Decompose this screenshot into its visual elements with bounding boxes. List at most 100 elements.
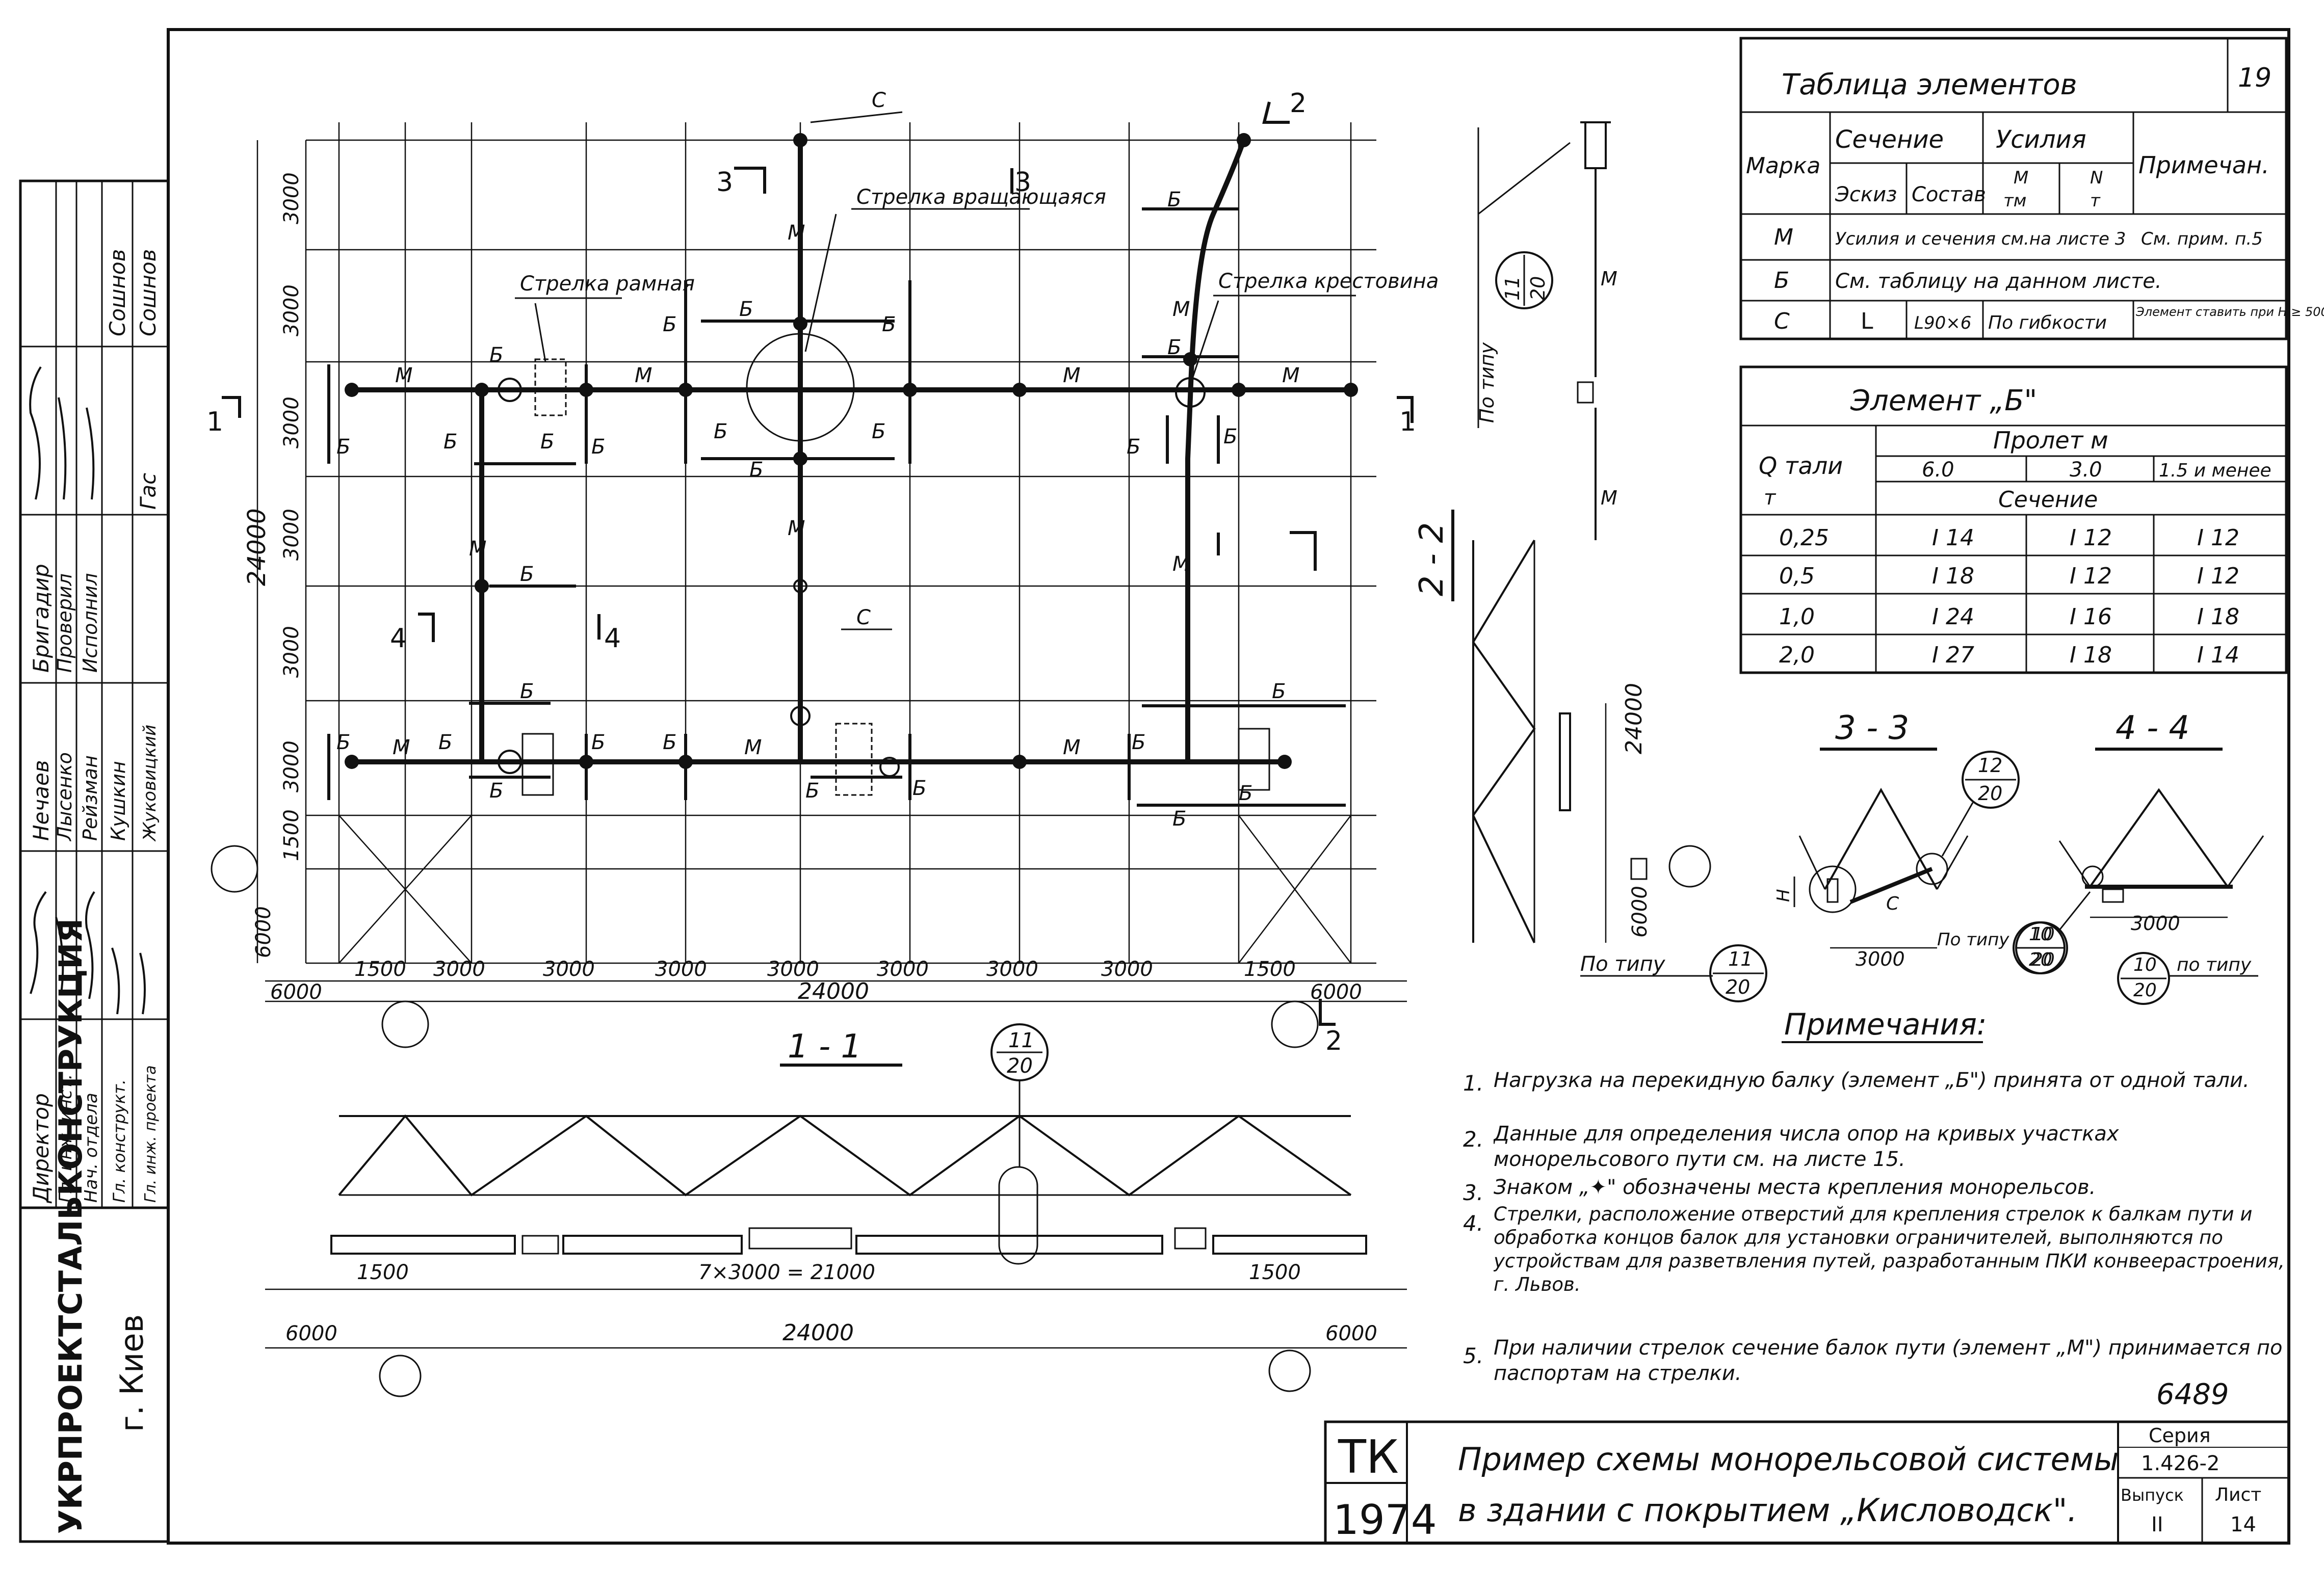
svg-text:6.0: 6.0 bbox=[1922, 458, 1954, 482]
svg-text:I 12: I 12 bbox=[2197, 525, 2239, 551]
tk-year: 1974 bbox=[1333, 1496, 1437, 1544]
svg-text:10: 10 bbox=[2133, 954, 2157, 975]
note-2: Данные для определения числа опор на кри… bbox=[1494, 1122, 2119, 1171]
svg-text:I 24: I 24 bbox=[1932, 604, 1974, 630]
svg-text:По типу: По типу bbox=[1476, 342, 1498, 423]
sheet-number: 19 bbox=[2238, 63, 2271, 93]
svg-text:6000: 6000 bbox=[270, 980, 322, 1004]
plan-typ-callout bbox=[1495, 251, 1553, 309]
note-5: При наличии стрелок сечение балок пути (… bbox=[1494, 1336, 2283, 1384]
svg-text:М: М bbox=[1774, 224, 1793, 250]
svg-text:1.5 и менее: 1.5 и менее bbox=[2159, 460, 2271, 481]
svg-text:См. прим. п.5: См. прим. п.5 bbox=[2141, 229, 2263, 249]
svg-text:20: 20 bbox=[2031, 949, 2055, 970]
svg-text:3000: 3000 bbox=[1101, 958, 1153, 981]
svg-text:Б: Б bbox=[489, 779, 503, 803]
note-1: Нагрузка на перекидную балку (элемент „Б… bbox=[1494, 1069, 2250, 1092]
svg-text:6000: 6000 bbox=[252, 906, 275, 958]
svg-text:Б: Б bbox=[336, 435, 350, 459]
section-4-4: 4 - 4 3000 10 20 10 20 по типу bbox=[2013, 709, 2264, 1005]
section-2-2: 2 - 2 24000 6000 По типу 11 20 11 20 По … bbox=[1413, 121, 1767, 1002]
sec-4-right: 4 bbox=[604, 623, 621, 654]
section-2-2-typ: По типу bbox=[1580, 952, 1666, 976]
stamp-role-6: Бригадир bbox=[29, 564, 54, 673]
svg-text:Сечение: Сечение bbox=[1835, 125, 1944, 154]
switch-rings bbox=[498, 377, 1206, 777]
track-nodes bbox=[345, 133, 1358, 769]
svg-text:М: М bbox=[1601, 268, 1617, 290]
stamp-name-1: Нечаев bbox=[29, 760, 54, 841]
svg-text:24000: 24000 bbox=[782, 1320, 854, 1346]
plan-section-labels: 3 3 1 1 4 4 2 2 bbox=[206, 88, 1416, 1056]
svg-text:по типу: по типу bbox=[2177, 954, 2252, 975]
svg-text:3000: 3000 bbox=[433, 958, 485, 981]
stamp-org: УКРПРОЕКТСТАЛЬКОНСТРУКЦИЯ bbox=[52, 918, 89, 1534]
stamp-name-7: Сошнов bbox=[136, 249, 161, 336]
switch-box-lower-left bbox=[521, 733, 554, 796]
svg-text:Б: Б bbox=[438, 731, 452, 754]
svg-text:10: 10 bbox=[2029, 924, 2052, 945]
element-b-table: Элемент „Б" Q тали т Пролет м 6.0 3.0 1.… bbox=[1739, 365, 2288, 674]
svg-text:L: L bbox=[1861, 308, 1873, 334]
sec-3-right: 3 bbox=[1014, 167, 1031, 198]
svg-text:12: 12 bbox=[1978, 754, 2002, 777]
svg-text:Б: Б bbox=[1223, 425, 1237, 448]
sec-3-left: 3 bbox=[716, 167, 733, 198]
section-3-3: 3 - 3 С H 3000 12 20 По типу 10 20 bbox=[1773, 709, 2068, 974]
svg-text:Состав: Состав bbox=[1912, 183, 1986, 206]
svg-text:С: С bbox=[1886, 893, 1899, 914]
svg-text:М: М bbox=[788, 221, 805, 245]
notes-title: Примечания: bbox=[1784, 1007, 1987, 1042]
svg-text:Выпуск: Выпуск bbox=[2121, 1485, 2184, 1505]
svg-text:Б: Б bbox=[1132, 731, 1145, 754]
svg-text:5.: 5. bbox=[1463, 1343, 1483, 1368]
svg-text:3000: 3000 bbox=[767, 958, 819, 981]
svg-text:3000: 3000 bbox=[986, 958, 1038, 981]
switch-box-lower-mid bbox=[835, 723, 873, 796]
svg-text:т: т bbox=[2090, 191, 2101, 211]
svg-text:Б: Б bbox=[872, 420, 885, 443]
svg-text:6000: 6000 bbox=[1628, 886, 1652, 938]
svg-text:Эскиз: Эскиз bbox=[1835, 183, 1897, 206]
svg-text:Б: Б bbox=[805, 779, 819, 803]
svg-text:3000: 3000 bbox=[2131, 912, 2180, 935]
sec-4-left: 4 bbox=[390, 623, 407, 654]
note-4: Стрелки, расположение отверстий для креп… bbox=[1494, 1203, 2285, 1295]
side-stamp: УКРПРОЕКТСТАЛЬКОНСТРУКЦИЯ г. Киев Директ… bbox=[19, 179, 170, 1543]
stamp-role-3: Нач. отдела bbox=[81, 1093, 101, 1203]
svg-text:Б: Б bbox=[663, 731, 676, 754]
svg-text:3000: 3000 bbox=[655, 958, 707, 981]
svg-text:С: С bbox=[1774, 308, 1790, 334]
svg-text:Усилия: Усилия bbox=[1996, 125, 2086, 154]
svg-text:I 12: I 12 bbox=[2070, 563, 2112, 589]
svg-text:Усилия и сечения см.на листе 3: Усилия и сечения см.на листе 3 bbox=[1835, 229, 2126, 249]
svg-text:1500: 1500 bbox=[1249, 1261, 1301, 1284]
plan-grid-columns bbox=[338, 122, 1352, 963]
svg-text:24000: 24000 bbox=[798, 978, 869, 1004]
svg-text:20: 20 bbox=[1527, 276, 1549, 301]
label-cross-switch: Стрелка крестовина bbox=[1218, 270, 1439, 293]
notes: Примечания: 1. 2. 3. 4. 5. Нагрузка на п… bbox=[1463, 1007, 2285, 1411]
svg-text:3000: 3000 bbox=[280, 172, 303, 224]
sec-1-left: 1 bbox=[206, 407, 223, 437]
svg-text:6000: 6000 bbox=[1325, 1322, 1377, 1345]
svg-text:М: М bbox=[469, 537, 487, 561]
svg-text:1500: 1500 bbox=[354, 958, 406, 981]
stamp-city: г. Киев bbox=[113, 1314, 150, 1432]
svg-text:1.: 1. bbox=[1463, 1071, 1483, 1096]
svg-text:I 18: I 18 bbox=[2070, 642, 2112, 668]
section-3-3-title: 3 - 3 bbox=[1835, 709, 1909, 747]
tk-label: ТК bbox=[1338, 1430, 1399, 1484]
svg-text:14: 14 bbox=[2230, 1513, 2256, 1536]
svg-text:М: М bbox=[395, 364, 413, 387]
svg-text:3000: 3000 bbox=[280, 626, 303, 678]
svg-text:Примечан.: Примечан. bbox=[2138, 151, 2269, 179]
svg-text:Б: Б bbox=[520, 680, 534, 703]
svg-text:По гибкости: По гибкости bbox=[1988, 312, 2107, 333]
svg-text:3.: 3. bbox=[1463, 1180, 1483, 1205]
svg-text:20: 20 bbox=[2029, 949, 2052, 970]
stamp-role-7: Проверил bbox=[54, 573, 76, 673]
stamp-name-4: Кушкин bbox=[107, 761, 129, 841]
svg-text:II: II bbox=[2151, 1513, 2163, 1536]
